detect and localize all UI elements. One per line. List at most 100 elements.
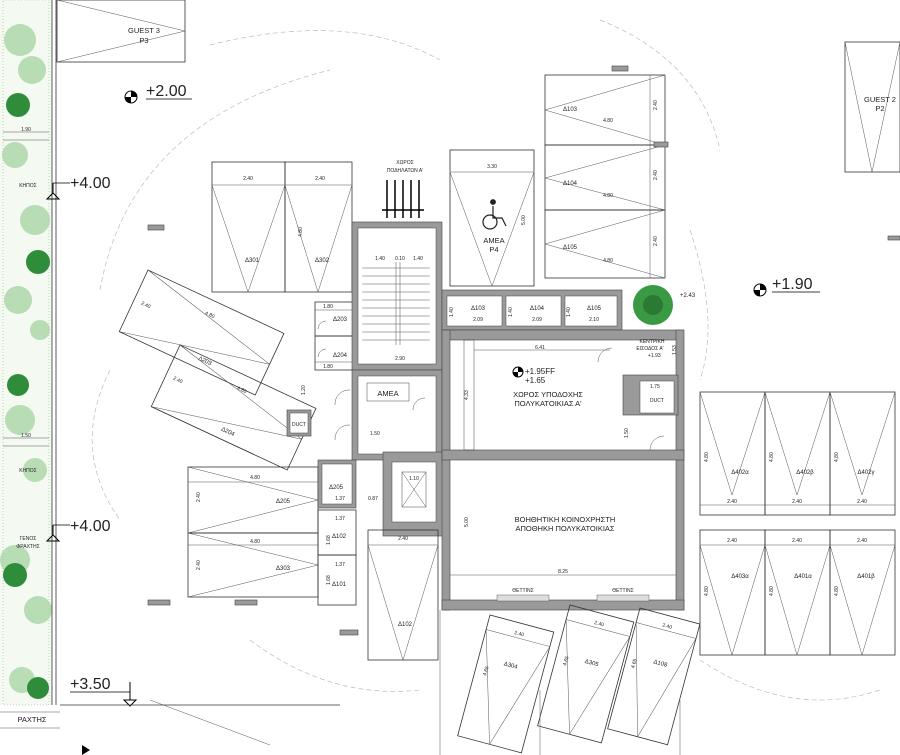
duct-left: DUCT (286, 409, 312, 437)
svg-text:1.37: 1.37 (335, 496, 345, 502)
level-text-2: +4.00 (70, 175, 111, 192)
svg-text:4.80: 4.80 (250, 539, 260, 545)
level-text-6: +2.43 (680, 293, 696, 299)
svg-text:1.68: 1.68 (326, 575, 332, 585)
parking-d402c: 2.40 4.80 Δ402γ (829, 391, 896, 516)
svg-text:1.50: 1.50 (624, 428, 630, 438)
parking-d402a: 2.40 4.80 Δ402α (699, 391, 766, 516)
storage-units-left: 1.80 Δ203 Δ204 1.80 1.20 (301, 301, 356, 395)
common-storage: ΒΟΗΘΗΤΙΚΗ ΚΟΙΝΟΧΡΗΣΤΗ ΑΠΟΘΗΚΗ ΠΟΛΥΚΑΤΟΙΚ… (450, 515, 676, 602)
svg-text:2.40: 2.40 (653, 100, 659, 110)
parking-d102: 2.40 Δ102 (367, 529, 439, 661)
svg-text:3.30: 3.30 (487, 164, 497, 170)
svg-text:2.40: 2.40 (315, 176, 325, 182)
garden-label-1: ΚΗΠΟΣ (19, 183, 37, 189)
parking-label-d304: Δ304 (503, 661, 519, 671)
storage-label-d101: Δ101 (332, 582, 347, 588)
parking-label-d108: Δ108 (653, 659, 669, 669)
svg-text:1.40: 1.40 (566, 307, 572, 317)
svg-text:4.80: 4.80 (603, 193, 613, 199)
svg-text:1.10: 1.10 (409, 476, 419, 482)
svg-text:4.80: 4.80 (769, 586, 775, 596)
level-text-3: +4.00 (70, 518, 111, 535)
svg-text:1.80: 1.80 (323, 304, 333, 310)
svg-text:2.40: 2.40 (196, 492, 202, 502)
svg-text:1.53: 1.53 (672, 345, 678, 355)
storage-strip: Δ103 Δ104 Δ105 2.09 2.09 2.10 1.40 1.40 … (441, 289, 623, 331)
svg-text:2.40: 2.40 (196, 560, 202, 570)
bike-room: ΧΩΡΟΣ ΠΟΔΗΛΑΤΩΝ Α' (382, 160, 424, 218)
storage-label-d102: Δ102 (332, 534, 347, 540)
parking-label-d103: Δ103 (563, 107, 578, 113)
svg-text:1.37: 1.37 (335, 516, 345, 522)
svg-text:2.40: 2.40 (140, 301, 152, 311)
bike-rack-icon (382, 180, 424, 218)
bike-room-title-1: ΧΩΡΟΣ (396, 160, 413, 166)
svg-text:4.80: 4.80 (704, 452, 710, 462)
parking-d401b: 2.40 4.80 Δ401β (829, 529, 896, 656)
parking-label-d303: Δ303 (276, 566, 291, 572)
svg-text:1.40: 1.40 (413, 256, 423, 262)
seat-label-1: ΘΕΤΤΙΝΣ (512, 588, 533, 594)
svg-text:2.09: 2.09 (473, 317, 483, 323)
level-marker-5: +1.90 (753, 276, 820, 297)
svg-text:1.37: 1.37 (335, 562, 345, 568)
svg-text:2.40: 2.40 (792, 538, 802, 544)
svg-text:4.80: 4.80 (704, 586, 710, 596)
svg-text:2.40: 2.40 (727, 538, 737, 544)
parking-label-d402c: Δ402γ (857, 470, 874, 476)
svg-text:2.90: 2.90 (395, 356, 405, 362)
guest-2-name: GUEST 2 (864, 95, 896, 104)
parking-label-d204: Δ204 (220, 427, 236, 439)
parking-d403a: 2.40 4.80 Δ403α (699, 529, 766, 656)
svg-text:1.75: 1.75 (650, 384, 660, 390)
svg-text:4.80: 4.80 (834, 452, 840, 462)
parking-d108: 2.40 4.65 Δ108 (607, 607, 701, 746)
svg-text:1.40: 1.40 (449, 307, 455, 317)
parking-p4: 3.30 5.00 ΑΜΕΑ P4 (449, 149, 535, 287)
stair-core: 1.40 0.10 1.40 2.90 (351, 221, 443, 371)
svg-text:5.00: 5.00 (521, 215, 527, 225)
svg-text:4.80: 4.80 (236, 386, 248, 396)
svg-text:0.10: 0.10 (395, 256, 405, 262)
lobby: 6.41 4.33 1.50 +1.95FF +1.65 ΧΩΡΟΣ ΥΠΟΔΟ… (441, 329, 685, 611)
svg-text:1.80: 1.80 (323, 364, 333, 370)
lobby-level: +1.65 (525, 376, 546, 385)
traffic-arcs (91, 19, 881, 701)
svg-text:2.40: 2.40 (662, 622, 673, 630)
svg-text:2.40: 2.40 (514, 630, 525, 638)
palm-icon (633, 285, 673, 325)
storage-label-d205: Δ205 (329, 485, 344, 491)
svg-text:5.00: 5.00 (464, 517, 470, 527)
svg-text:2.40: 2.40 (857, 538, 867, 544)
svg-text:1.50: 1.50 (370, 431, 380, 437)
svg-text:2.09: 2.09 (532, 317, 542, 323)
svg-text:4.65: 4.65 (482, 665, 490, 676)
level-marker-4: +3.50 (70, 676, 138, 707)
parking-label-d305: Δ305 (584, 659, 600, 669)
wheelchair-icon (482, 199, 507, 230)
parking-d105: 4.80 2.40 Δ105 (544, 209, 666, 279)
entrance-level: +1.93 (648, 353, 661, 359)
storage-label-d204: Δ204 (333, 353, 348, 359)
parking-label-d301: Δ301 (245, 258, 260, 264)
garden-dim-2: 1.50 (21, 433, 31, 439)
svg-text:4.80: 4.80 (603, 118, 613, 124)
parking-label-d302: Δ302 (315, 258, 330, 264)
parking-p4-code: P4 (489, 245, 498, 254)
svg-text:1.20: 1.20 (301, 385, 307, 395)
level-text-4: +3.50 (70, 676, 111, 693)
storage-label-d203: Δ203 (333, 317, 348, 323)
amea-wc: ΑΜΕΑ 1.50 (334, 369, 443, 461)
palm-icon (3, 93, 50, 699)
storage-room-title-1: ΒΟΗΘΗΤΙΚΗ ΚΟΙΝΟΧΡΗΣΤΗ (515, 515, 616, 524)
main-entrance: ΚΕΝΤΡΙΚΗ ΕΙΣΟΔΟΣ Α' +1.93 1.53 1.75 DUCT (622, 339, 679, 416)
parking-d205: 4.80 2.40 Δ205 (187, 466, 319, 534)
parking-d104: 4.80 2.40 Δ104 (544, 144, 666, 211)
guest-parking-3: GUEST 3 P3 (56, 0, 186, 63)
lobby-title-1: ΧΩΡΟΣ ΥΠΟΔΟΧΗΣ (513, 390, 583, 399)
guest-parking-2: GUEST 2 P2 (844, 41, 900, 173)
parking-d303: 4.80 2.40 Δ303 (187, 532, 319, 598)
parking-label-d203: Δ203 (197, 356, 213, 368)
